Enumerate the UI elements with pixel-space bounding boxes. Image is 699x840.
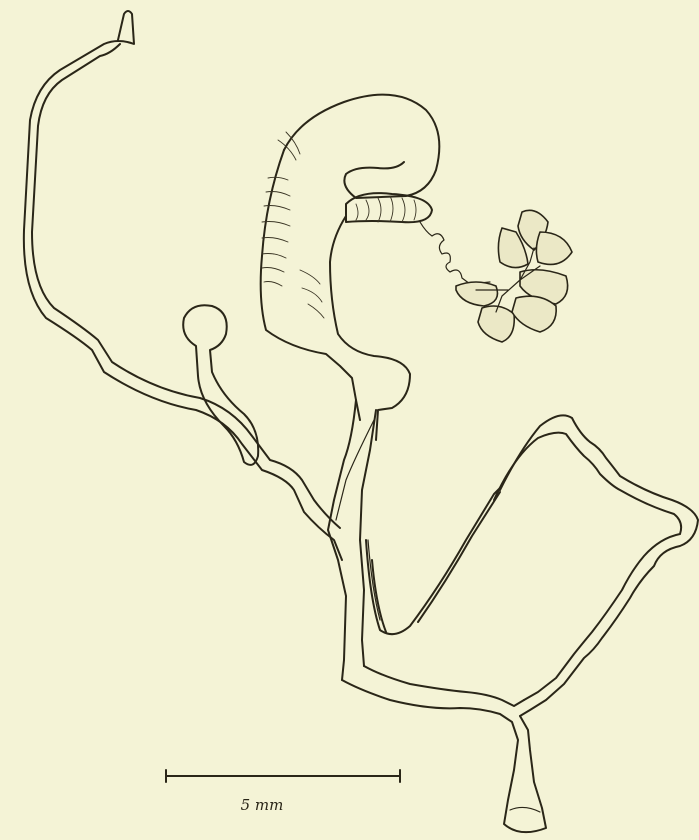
atrium xyxy=(342,666,546,832)
flagellum-duct xyxy=(24,11,342,560)
scale-bar-label: 5 mm xyxy=(241,796,284,814)
central-duct xyxy=(328,400,380,680)
wavy-duct xyxy=(420,222,490,284)
gland-lobes xyxy=(456,210,572,342)
diverticulum-sac xyxy=(183,305,258,465)
curved-organ xyxy=(261,95,440,440)
scale-bar: 5 mm xyxy=(166,770,400,814)
looping-duct xyxy=(366,488,500,634)
right-loop-duct xyxy=(494,415,698,716)
